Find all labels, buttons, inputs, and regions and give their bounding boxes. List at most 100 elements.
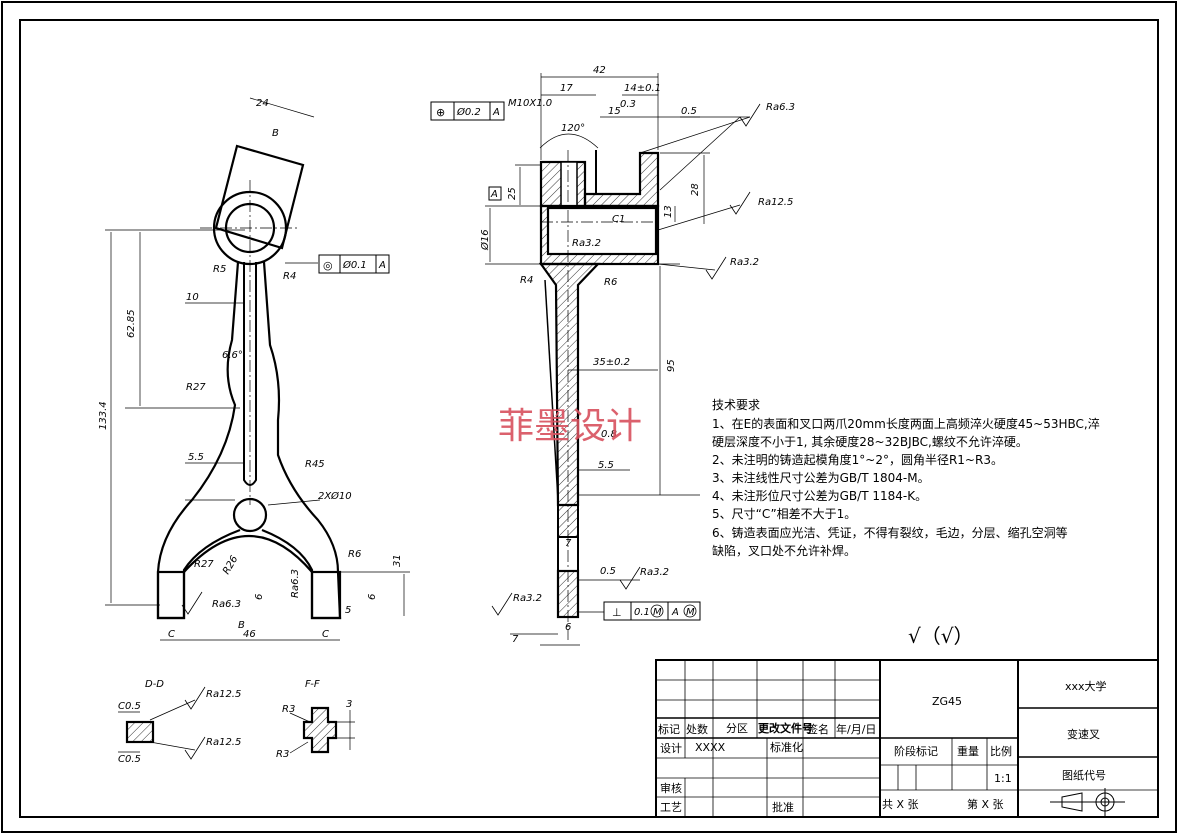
dim-28: 28 [690, 183, 701, 196]
side-view-dims: 42 17 14±0.1 M10X1.0 15 0.3 0.5 120° 25 … [479, 65, 795, 645]
tech-line-2: 硬层深度不小于1, 其余硬度28~32BJBC,螺纹不允许淬硬。 [712, 434, 1028, 449]
material: ZG45 [932, 695, 962, 708]
roughness-12-5: Ra12.5 [758, 197, 793, 208]
ff-dim-3: 3 [346, 699, 352, 710]
gdt-bottom-value: 0.1 [634, 607, 650, 618]
inner-frame [19, 19, 1159, 818]
tech-line-3: 2、未注明的铸造起模角度1°~2°，圆角半径R1~R3。 [712, 452, 1003, 467]
dd-ra12-5-top: Ra12.5 [206, 689, 241, 700]
perpendicular-icon: ⊥ [612, 606, 622, 619]
dim-0-8: 0.8 [601, 429, 617, 440]
dim-46: 46 [243, 629, 256, 640]
dim-r4: R4 [283, 271, 296, 282]
dim-95: 95 [666, 359, 677, 372]
dim-r45: R45 [305, 459, 325, 470]
rev-header-count: 处数 [686, 723, 708, 736]
dim-17: 17 [560, 83, 573, 94]
dim-133-4: 133.4 [98, 401, 109, 430]
surface-mark: √（√） [908, 624, 974, 648]
gdt-bottom-mod: M [653, 607, 662, 618]
dim-25: 25 [507, 187, 518, 200]
dim-r5: R5 [213, 264, 226, 275]
rev-header-doc: 更改文件号 [758, 721, 813, 735]
scale-label: 比例 [990, 744, 1012, 758]
weight-label: 重量 [957, 744, 979, 758]
roughness-bore: Ra3.2 [572, 238, 601, 249]
part-name: 变速叉 [1067, 727, 1100, 741]
dim-b-bottom: B [238, 620, 245, 631]
dim-d16: Ø16 [479, 229, 491, 251]
dim-c1: C1 [612, 214, 625, 225]
dd-ra12-5-bottom: Ra12.5 [206, 737, 241, 748]
dim-5-5-side: 5.5 [598, 460, 614, 471]
dd-c0-5-top: C0.5 [118, 701, 141, 712]
section-ff-title: F-F [305, 679, 320, 690]
standardize-label: 标准化 [770, 740, 803, 754]
dim-42: 42 [593, 65, 606, 76]
front-view [105, 97, 410, 641]
dim-m10: M10X1.0 [508, 98, 552, 109]
dim-2x-hole: 2XØ10 [318, 490, 352, 502]
tech-line-5: 4、未注形位尺寸公差为GB/T 1184-K。 [712, 488, 927, 503]
sheet-number: 第 X 张 [967, 797, 1004, 811]
projection-symbol-icon [1050, 788, 1125, 816]
dim-10: 10 [186, 292, 199, 303]
dim-62-85: 62.85 [126, 309, 137, 338]
roughness-ra3-2-bottom: Ra3.2 [640, 567, 669, 578]
dim-0-5-top: 0.5 [681, 106, 697, 117]
dim-6-bottom: 6 [565, 622, 571, 633]
datum-a: A [488, 186, 502, 201]
dim-120: 120° [561, 123, 585, 134]
section-ff: F-F R3 R3 3 [276, 679, 355, 760]
dim-14: 14±0.1 [624, 83, 661, 94]
dim-b-label: B [272, 128, 279, 139]
title-block-text: ZG45 xxx大学 变速叉 图纸代号 1:1 阶段标记 重量 比例 共 X 张… [658, 679, 1107, 814]
tech-line-7: 6、铸造表面应光洁、凭证，不得有裂纹，毛边，分层、缩孔空洞等 [712, 525, 1068, 540]
tech-title: 技术要求 [712, 398, 760, 412]
datum-a-label: A [490, 189, 498, 200]
dim-24: 24 [256, 98, 269, 109]
school: xxx大学 [1065, 679, 1107, 693]
dim-15: 15 [608, 106, 621, 117]
gdt-bottom-datum: A [671, 607, 679, 618]
dim-7-mid: 7 [565, 538, 572, 549]
tech-line-6: 5、尺寸“C”相差不大于1。 [712, 507, 856, 521]
dim-6-mid: 6 [254, 594, 265, 600]
gdt-top-datum: A [492, 107, 500, 118]
rev-header-mark: 标记 [658, 722, 680, 736]
dim-31: 31 [392, 554, 403, 567]
roughness-ra6-3-right: Ra6.3 [290, 569, 301, 598]
dim-35: 35±0.2 [593, 357, 630, 368]
dim-angle: 6.6° [222, 350, 243, 361]
tech-line-1: 1、在E的表面和叉口两爪20mm长度两面上高频淬火硬度45~53HBC,淬 [712, 416, 1100, 431]
gdt-perpendicularity: ⊥ 0.1 M A M [603, 601, 701, 621]
scale-value: 1:1 [994, 772, 1012, 785]
approve-label: 批准 [772, 800, 794, 814]
dim-r26: R26 [221, 554, 240, 577]
process-label: 工艺 [660, 801, 682, 814]
side-view [485, 73, 751, 646]
dim-0-5-bottom: 0.5 [600, 566, 616, 577]
section-dd: D-D C0.5 C0.5 Ra12.5 Ra12.5 [118, 679, 241, 765]
gdt-position: ⊕ Ø0.2 A [430, 101, 505, 121]
dim-13: 13 [663, 205, 674, 218]
position-icon: ⊕ [436, 106, 445, 119]
dim-6-right: 6 [367, 594, 378, 600]
roughness-symbols [181, 103, 761, 616]
tech-line-8: 缺陷，叉口处不允许补焊。 [712, 543, 856, 558]
rev-header-zone: 分区 [726, 722, 748, 735]
sheets-total: 共 X 张 [882, 798, 919, 811]
rev-header-sign: 签名 [807, 722, 829, 736]
roughness-top: Ra6.3 [766, 102, 795, 113]
ff-r3-top: R3 [282, 704, 295, 715]
dim-r4-side: R4 [520, 275, 533, 286]
dim-r6-side: R6 [604, 277, 617, 288]
gdt-value: Ø0.1 [342, 259, 367, 271]
tech-requirements: 技术要求 1、在E的表面和叉口两爪20mm长度两面上高频淬火硬度45~53HBC… [712, 398, 1100, 558]
dim-r6: R6 [348, 549, 361, 560]
dim-r27-bottom: R27 [194, 559, 214, 570]
dd-c0-5-bottom: C0.5 [118, 754, 141, 765]
title-block [655, 659, 1159, 818]
dim-7-bottom: 7 [512, 634, 519, 645]
